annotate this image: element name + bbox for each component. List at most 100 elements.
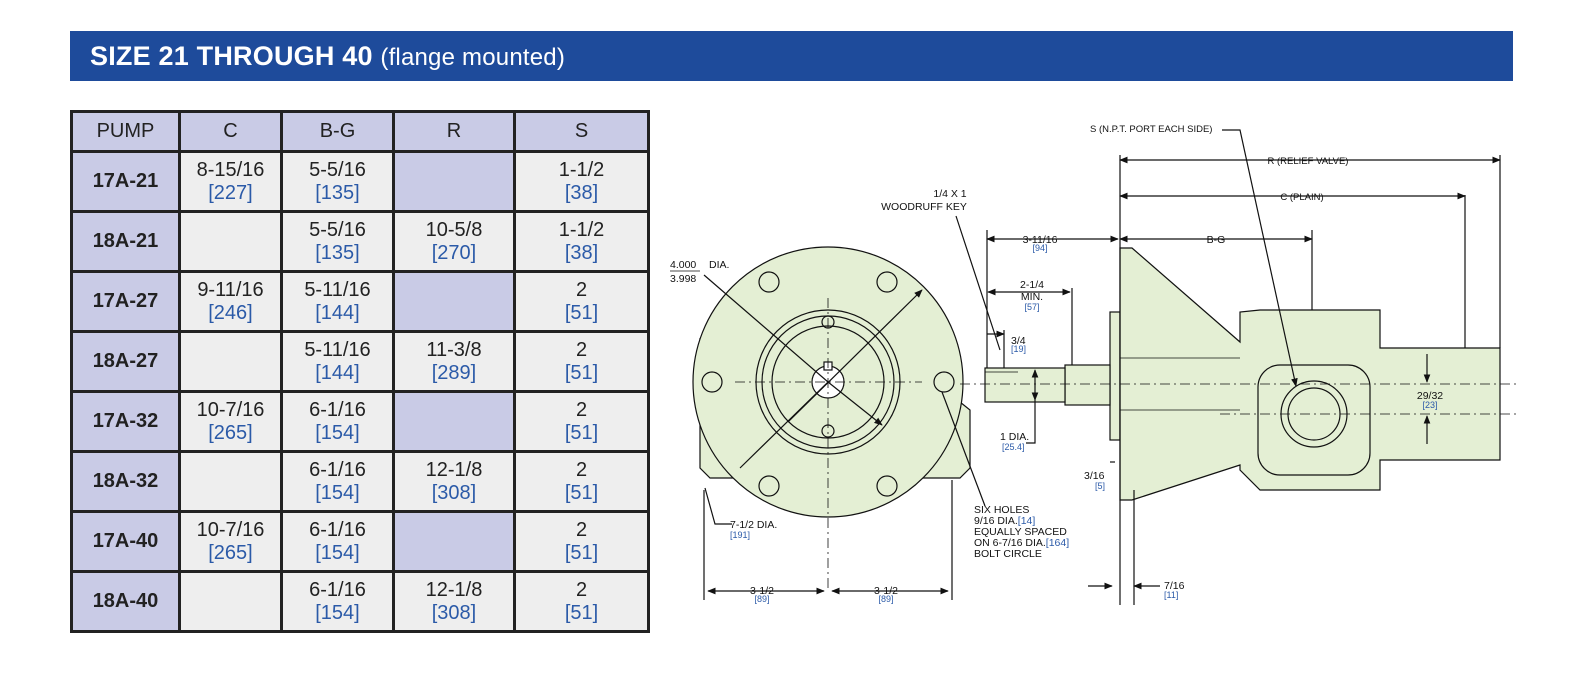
cell-s: 1-1/2[38]: [513, 150, 650, 213]
value-millimeters: [38]: [564, 241, 599, 264]
bolt-hole: [758, 271, 780, 293]
value-inches: 10-7/16: [196, 398, 265, 421]
value-millimeters: [265]: [208, 541, 253, 564]
drive-shaft: [984, 367, 1066, 403]
label-3-1-2-left: 3-1/2: [750, 585, 774, 597]
value-millimeters: [154]: [315, 421, 360, 444]
label-3-1-2-right: 3-1/2: [874, 585, 898, 597]
label-holes-3: EQUALLY SPACED: [974, 526, 1067, 538]
label-29-32-mm: [23]: [1422, 400, 1437, 410]
label-c-plain: C (PLAIN): [1280, 192, 1323, 203]
bolt-hole: [701, 371, 723, 393]
cell-pump: 18A-27: [70, 330, 181, 393]
label-3-16-mm: [5]: [1095, 481, 1105, 491]
label-7-16: 7/16: [1164, 580, 1185, 592]
value-millimeters: [51]: [564, 421, 599, 444]
value-inches: 6-1/16: [309, 398, 366, 421]
cell-pump: 17A-21: [70, 150, 181, 213]
value-millimeters: [154]: [315, 541, 360, 564]
value-millimeters: [246]: [208, 301, 253, 324]
label-key-line1: 1/4 X 1: [933, 188, 966, 200]
value-inches: 12-1/8: [425, 458, 483, 481]
value-inches: 6-1/16: [309, 578, 366, 601]
cell-r: 12-1/8[308]: [392, 450, 516, 513]
end-view: [692, 246, 986, 600]
section-banner: SIZE 21 THROUGH 40 (flange mounted): [70, 31, 1513, 81]
value-millimeters: [51]: [564, 301, 599, 324]
value-inches: 10-7/16: [196, 518, 265, 541]
value-millimeters: [265]: [208, 421, 253, 444]
cell-pump: 18A-21: [70, 210, 181, 273]
label-holes-4-in: ON 6-7/16 DIA.: [974, 537, 1046, 549]
label-min: MIN.: [1021, 291, 1043, 303]
header-b-g: B-G: [280, 110, 395, 153]
label-holes-4: ON 6-7/16 DIA.[164]: [974, 537, 1069, 549]
cell-b-g: 6-1/16[154]: [280, 450, 395, 513]
bolt-hole: [758, 475, 780, 497]
label-3-16: 3/16: [1084, 470, 1105, 482]
label-3-1-2-left-mm: [89]: [754, 594, 769, 604]
value-inches: 8-15/16: [196, 158, 265, 181]
label-7-16-mm: [11]: [1164, 590, 1178, 600]
cell-s: 1-1/2[38]: [513, 210, 650, 273]
label-2-1-4: 2-1/4: [1020, 279, 1044, 291]
cell-r: [392, 150, 516, 213]
value-millimeters: [308]: [431, 601, 477, 624]
label-holes-2-in: 9/16 DIA.: [974, 515, 1018, 527]
cell-s: 2[51]: [513, 330, 650, 393]
value-inches: 6-1/16: [309, 518, 366, 541]
label-3-11-16-mm: [94]: [1032, 243, 1047, 253]
cell-c: 8-15/16[227]: [178, 150, 283, 213]
cell-b-g: 6-1/16[154]: [280, 570, 395, 633]
flange-plate: [1109, 311, 1121, 441]
cell-c: [178, 570, 283, 633]
cell-c: 10-7/16[265]: [178, 510, 283, 573]
label-s-port: S (N.P.T. PORT EACH SIDE): [1090, 124, 1212, 135]
header-r: R: [392, 110, 516, 153]
value-millimeters: [51]: [564, 601, 599, 624]
label-1-dia-mm: [25.4]: [1002, 442, 1025, 452]
cell-r: [392, 510, 516, 573]
cell-b-g: 5-5/16[135]: [280, 150, 395, 213]
value-inches: 1-1/2: [558, 158, 605, 181]
banner-title: SIZE 21 THROUGH 40 (flange mounted): [90, 41, 565, 72]
cell-b-g: 5-11/16[144]: [280, 330, 395, 393]
label-b-g: B-G: [1207, 234, 1226, 246]
pump-drawing: S (N.P.T. PORT EACH SIDE) R (RELIEF VALV…: [670, 124, 1520, 605]
value-inches: 2: [575, 338, 588, 361]
value-millimeters: [51]: [564, 361, 599, 384]
label-7-1-2-dia: 7-1/2 DIA.: [730, 519, 777, 531]
cell-pump: 17A-40: [70, 510, 181, 573]
cell-s: 2[51]: [513, 270, 650, 333]
label-1-dia: 1 DIA.: [1000, 431, 1029, 443]
shaft-collar: [1064, 364, 1111, 406]
value-inches: 1-1/2: [558, 218, 605, 241]
value-inches: 5-5/16: [309, 158, 366, 181]
value-millimeters: [308]: [431, 481, 477, 504]
value-inches: 6-1/16: [309, 458, 366, 481]
value-inches: 2: [575, 578, 588, 601]
bolt-hole: [933, 371, 955, 393]
label-29-32: 29/32: [1417, 390, 1443, 402]
value-millimeters: [289]: [431, 361, 477, 384]
cell-s: 2[51]: [513, 390, 650, 453]
bolt-hole: [876, 271, 898, 293]
cell-s: 2[51]: [513, 450, 650, 513]
banner-subtitle: (flange mounted): [380, 44, 566, 71]
label-holes-4-mm: [164]: [1046, 537, 1069, 549]
label-3-11-16: 3-11/16: [1023, 234, 1058, 246]
header-c: C: [178, 110, 283, 153]
cell-c: 9-11/16[246]: [178, 270, 283, 333]
label-3-4-mm: [19]: [1011, 344, 1026, 354]
value-inches: 11-3/8: [426, 338, 482, 361]
label-holes-2-mm: [14]: [1018, 515, 1036, 527]
cell-b-g: 5-11/16[144]: [280, 270, 395, 333]
value-millimeters: [144]: [315, 361, 360, 384]
cell-r: 11-3/8[289]: [392, 330, 516, 393]
label-holes-2: 9/16 DIA.[14]: [974, 515, 1035, 527]
